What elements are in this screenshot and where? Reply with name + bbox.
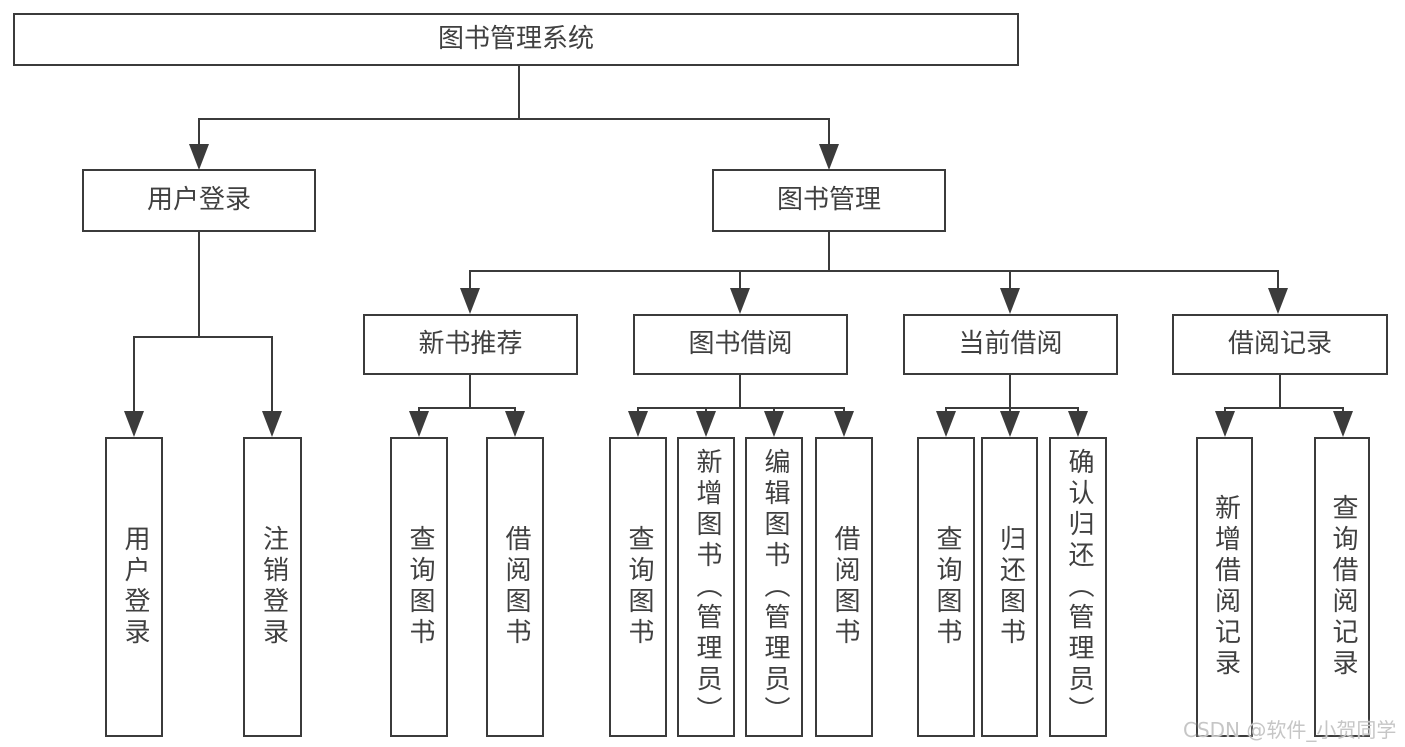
leaf-current-confirm-return-admin: 确认归还（管理员） [1049, 437, 1107, 737]
leaf-user-login: 用户登录 [105, 437, 163, 737]
connector-arrow-shaft [271, 336, 273, 416]
leaf-current-query-books: 查询图书 [917, 437, 975, 737]
arrowhead-down [505, 411, 525, 437]
connector-arrow-shaft [828, 118, 830, 150]
arrowhead-down [730, 288, 750, 314]
connector-arrow-shaft [198, 118, 200, 150]
leaf-borrow-query-books-label: 查询图书 [623, 525, 654, 649]
node-book-borrowing: 图书借阅 [633, 314, 848, 375]
arrowhead-down [189, 144, 209, 170]
leaf-logout: 注销登录 [243, 437, 302, 737]
arrowhead-down [696, 411, 716, 437]
arrowhead-down [819, 144, 839, 170]
leaf-records-add-record: 新增借阅记录 [1196, 437, 1253, 737]
arrowhead-down [1333, 411, 1353, 437]
arrowhead-down [834, 411, 854, 437]
leaf-borrow-edit-books-admin: 编辑图书（管理员） [745, 437, 803, 737]
arrowhead-down [1215, 411, 1235, 437]
connector-book-borrow-trunk [739, 373, 741, 409]
connector-new-book-rail [418, 407, 516, 409]
connector-root-trunk [518, 64, 520, 120]
leaf-current-return-books: 归还图书 [981, 437, 1038, 737]
arrowhead-down [1268, 288, 1288, 314]
leaf-newbook-query-books-label: 查询图书 [404, 525, 435, 649]
arrowhead-down [628, 411, 648, 437]
node-root-label: 图书管理系统 [437, 23, 594, 54]
leaf-borrow-borrow-books: 借阅图书 [815, 437, 873, 737]
leaf-newbook-borrow-books: 借阅图书 [486, 437, 544, 737]
leaf-records-query-record-label: 查询借阅记录 [1327, 494, 1358, 680]
connector-arrow-shaft [1277, 270, 1279, 294]
arrowhead-down [936, 411, 956, 437]
node-book-management-label: 图书管理 [776, 184, 881, 215]
node-borrow-records: 借阅记录 [1172, 314, 1388, 375]
connector-book-management-rail [469, 270, 1279, 272]
arrowhead-down [1000, 411, 1020, 437]
leaf-borrow-add-books-admin: 新增图书（管理员） [677, 437, 735, 737]
leaf-user-login-label: 用户登录 [119, 525, 150, 649]
leaf-borrow-borrow-books-label: 借阅图书 [829, 525, 860, 649]
connector-book-borrow-rail [637, 407, 845, 409]
node-new-book-recommend-label: 新书推荐 [418, 328, 523, 359]
connector-user-login-rail [133, 336, 273, 338]
arrowhead-down [764, 411, 784, 437]
connector-book-management-trunk [828, 230, 830, 272]
connector-arrow-shaft [133, 336, 135, 416]
arrowhead-down [409, 411, 429, 437]
node-book-management: 图书管理 [712, 169, 946, 232]
leaf-borrow-query-books: 查询图书 [609, 437, 667, 737]
node-book-borrowing-label: 图书借阅 [688, 328, 793, 359]
arrowhead-down [1000, 288, 1020, 314]
node-user-login: 用户登录 [82, 169, 316, 232]
leaf-newbook-borrow-books-label: 借阅图书 [500, 525, 531, 649]
connector-arrow-shaft [739, 270, 741, 294]
node-current-borrowing: 当前借阅 [903, 314, 1118, 375]
leaf-records-add-record-label: 新增借阅记录 [1210, 494, 1241, 680]
connector-root-rail [198, 118, 830, 120]
connector-current-borrow-rail [945, 407, 1079, 409]
leaf-newbook-query-books: 查询图书 [390, 437, 448, 737]
connector-arrow-shaft [469, 270, 471, 294]
connector-arrow-shaft [1009, 270, 1011, 294]
csdn-watermark: CSDN @软件_小贺同学 [1183, 718, 1397, 742]
connector-records-trunk [1279, 373, 1281, 409]
leaf-records-query-record: 查询借阅记录 [1314, 437, 1370, 737]
leaf-current-return-books-label: 归还图书 [995, 525, 1026, 649]
arrowhead-down [460, 288, 480, 314]
node-root: 图书管理系统 [13, 13, 1019, 66]
node-new-book-recommend: 新书推荐 [363, 314, 578, 375]
leaf-logout-label: 注销登录 [258, 525, 289, 649]
node-borrow-records-label: 借阅记录 [1227, 328, 1332, 359]
leaf-current-query-books-label: 查询图书 [931, 525, 962, 649]
node-current-borrowing-label: 当前借阅 [958, 328, 1063, 359]
connector-records-rail [1224, 407, 1343, 409]
connector-current-borrow-trunk [1009, 373, 1011, 409]
node-user-login-label: 用户登录 [146, 184, 251, 215]
leaf-current-confirm-return-admin-label: 确认归还（管理员） [1063, 447, 1094, 727]
leaf-borrow-edit-books-admin-label: 编辑图书（管理员） [759, 447, 790, 727]
connector-user-login-trunk [198, 230, 200, 338]
arrowhead-down [1068, 411, 1088, 437]
leaf-borrow-add-books-admin-label: 新增图书（管理员） [691, 447, 722, 727]
arrowhead-down [262, 411, 282, 437]
connector-new-book-trunk [469, 373, 471, 409]
arrowhead-down [124, 411, 144, 437]
